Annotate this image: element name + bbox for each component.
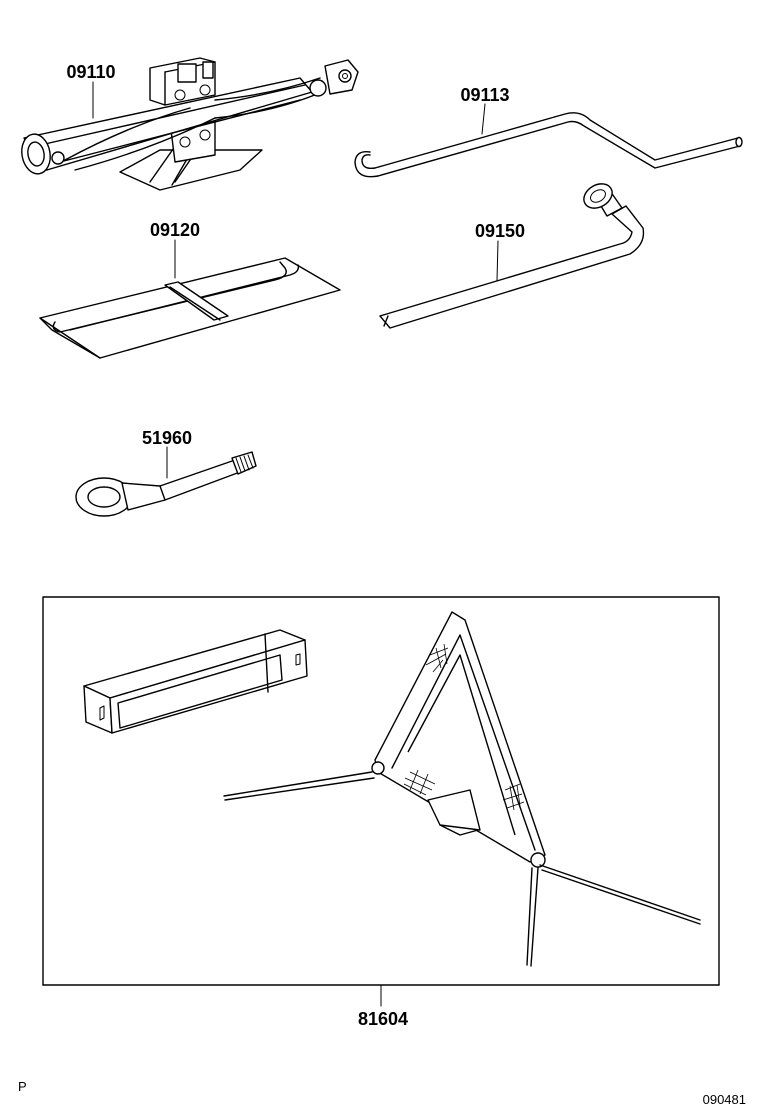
part-number-jack: 09110 [66,62,115,82]
warning-triangle-illustration [223,611,701,967]
jack-handle-illustration [354,112,743,178]
tool-bag-illustration [39,257,341,359]
scissor-jack-illustration [21,57,359,191]
part-number-jack-handle: 09113 [460,85,509,105]
warning-triangle-case-illustration [83,629,308,734]
part-number-towing-eye: 51960 [142,428,192,448]
lug-wrench-illustration [379,183,645,329]
callout-leaders [92,81,499,1007]
drawing-number: 090481 [703,1092,746,1107]
part-number-lug-wrench: 09150 [475,221,525,241]
part-number-tool-bag: 09120 [150,220,200,240]
corner-mark: P [18,1079,27,1094]
warning-kit-frame [42,596,720,986]
part-number-warning-kit: 81604 [358,1009,408,1029]
towing-eye-illustration [75,451,257,517]
